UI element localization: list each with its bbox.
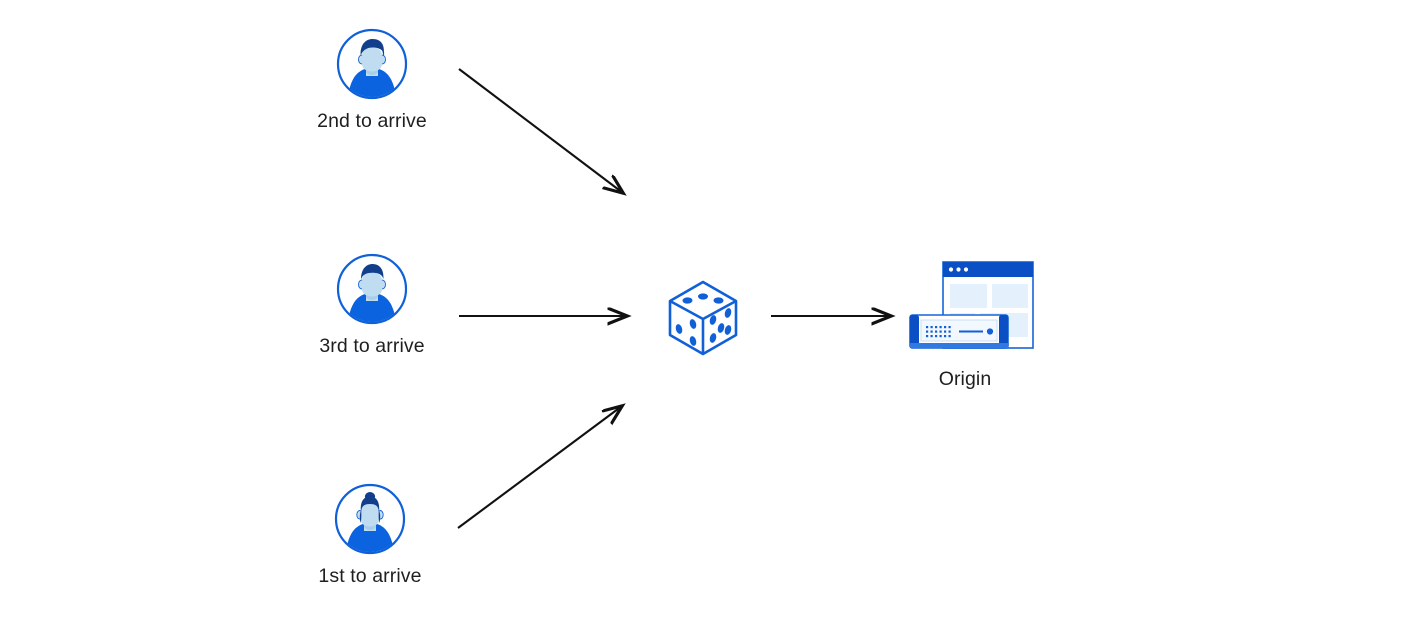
node-client-2nd[interactable]: 2nd to arrive (302, 28, 442, 133)
user-avatar-icon (334, 483, 406, 555)
node-client-3rd[interactable]: 3rd to arrive (302, 253, 442, 358)
dice-top-pips (682, 293, 724, 304)
node-label-origin-server: Origin (938, 368, 992, 390)
node-label-client-1st: 1st to arrive (318, 565, 422, 587)
arrow-2nd-to-lb (458, 68, 623, 193)
node-origin-server[interactable]: Origin (900, 258, 1034, 391)
node-label-client-3rd: 3rd to arrive (319, 335, 425, 357)
arrow-1st-to-lb (457, 406, 622, 529)
server-led-grid (926, 326, 951, 338)
node-label-client-2nd: 2nd to arrive (317, 110, 427, 132)
node-client-1st[interactable]: 1st to arrive (300, 483, 440, 588)
dice-left-pips (675, 319, 697, 346)
origin-server-icon (907, 258, 1034, 358)
dice-icon (660, 272, 746, 358)
user-avatar-icon (336, 28, 408, 100)
dice-right-pips (709, 308, 732, 343)
server-appliance-icon (909, 314, 1009, 349)
node-load-balancer[interactable] (658, 272, 748, 368)
user-avatar-icon (336, 253, 408, 325)
